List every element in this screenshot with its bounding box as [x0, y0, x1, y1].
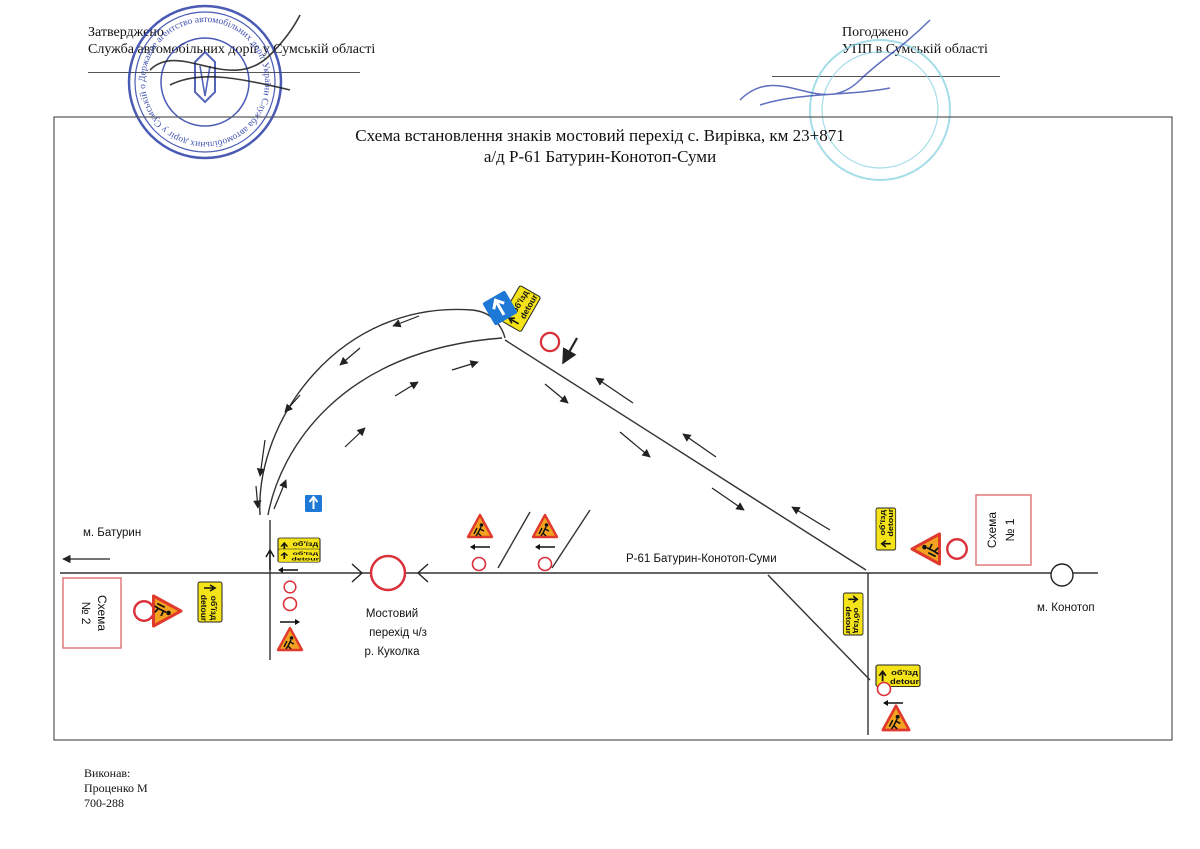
service-road-2 — [551, 509, 591, 569]
no-entry-sign-icon — [282, 596, 298, 612]
small-left-arrow-icon — [469, 543, 491, 551]
no-entry-sign-icon — [471, 556, 487, 572]
road-label: Р-61 Батурин-Конотоп-Суми — [626, 553, 777, 565]
direction-arrow-sign-icon — [305, 495, 322, 512]
approved-block: Затверджено Служба автомобільних доріг у… — [88, 24, 375, 58]
no-entry-sign-icon — [946, 538, 968, 560]
traffic-arrow — [394, 381, 419, 397]
no-entry-sign-icon — [876, 681, 892, 697]
roadworks-warning-sign-icon — [276, 626, 304, 652]
traffic-arrow — [253, 485, 262, 509]
bridge-closure — [351, 554, 429, 592]
approved-stamp: Державне агентство автомобільних доріг У… — [0, 0, 301, 160]
right-diagonal-road — [767, 574, 871, 681]
closure-chevron-right — [416, 563, 429, 583]
no-entry-sign-icon — [537, 556, 553, 572]
approved-org: Служба автомобільних доріг у Сумській об… — [88, 42, 376, 57]
direction-arrow-sign-icon — [482, 290, 518, 326]
traffic-arrow — [544, 383, 569, 404]
detour-sign-icon — [197, 581, 223, 623]
roadworks-warning-sign-icon — [531, 513, 559, 539]
detour-sign-icon — [277, 548, 321, 564]
konotop-label: м. Конотоп — [1037, 602, 1095, 614]
approved-signature-line — [88, 72, 360, 73]
traffic-arrow — [344, 427, 366, 448]
detour-outer-curve — [259, 308, 506, 516]
no-entry-sign-icon — [539, 331, 561, 353]
traffic-arrow — [595, 377, 634, 404]
closure-chevron-left — [351, 563, 364, 583]
detour-inner-curve — [267, 337, 503, 516]
agreed-signature-line — [772, 76, 1000, 77]
detour-diagonal-road — [504, 339, 867, 571]
small-left-arrow-icon — [534, 543, 556, 551]
traffic-arrows — [62, 315, 831, 564]
roadworks-warning-sign-icon — [152, 594, 183, 628]
bridge-label-line1: Мостовий — [366, 608, 418, 620]
traffic-arrow — [451, 360, 479, 371]
baturyn-label: м. Батурин — [83, 527, 141, 539]
scheme-frame — [53, 116, 1173, 741]
small-left-arrow-icon — [277, 566, 299, 574]
traffic-arrow — [711, 487, 745, 511]
no-entry-sign-icon — [369, 554, 407, 592]
traffic-arrow — [682, 433, 717, 458]
settlement-circle-icon — [1050, 563, 1074, 587]
svg-text:Державне агентство автомобільн: Державне агентство автомобільних доріг У… — [0, 0, 272, 149]
traffic-arrow — [256, 439, 266, 477]
traffic-arrow — [273, 479, 287, 510]
scheme-box-1-line2: № 1 — [1003, 518, 1017, 541]
detour-sign-icon — [842, 592, 864, 636]
executor-block: Виконав: Проценко М 700-288 — [84, 766, 148, 811]
executor-phone: 700-288 — [84, 796, 124, 810]
executor-name: Проценко М — [84, 781, 148, 795]
traffic-arrow — [562, 337, 578, 365]
service-road-1 — [497, 511, 531, 569]
scheme-title: Схема встановлення знаків мостовий перех… — [355, 126, 845, 145]
scheme-box-2-line2: № 2 — [79, 602, 93, 625]
small-left-arrow-icon — [882, 699, 904, 707]
roadworks-warning-sign-icon — [881, 704, 911, 732]
agreed-label: Погоджено — [842, 25, 909, 40]
no-entry-sign-icon — [133, 600, 155, 622]
small-right-arrow-icon — [279, 618, 301, 626]
scheme-box-2: Схема № 2 — [62, 577, 122, 649]
executor-label: Виконав: — [84, 766, 131, 780]
traffic-arrow — [284, 394, 301, 413]
agreed-stamp — [739, 19, 951, 181]
scheme-box-1: Схема № 1 — [975, 494, 1032, 566]
road-network — [60, 308, 1098, 735]
small-up-arrow-icon — [265, 548, 275, 570]
traffic-arrow — [791, 506, 831, 531]
traffic-arrow — [392, 315, 420, 328]
roadworks-warning-sign-icon — [910, 532, 941, 566]
traffic-arrow — [339, 347, 361, 366]
detour-sign-icon — [875, 507, 897, 551]
scheme-box-2-line1: Схема — [95, 595, 109, 631]
roadworks-warning-sign-icon — [466, 513, 494, 539]
scheme-subtitle: а/д Р-61 Батурин-Конотоп-Суми — [484, 147, 716, 166]
scheme-box-1-line1: Схема — [985, 512, 999, 548]
bridge-label-line3: р. Куколка — [365, 646, 421, 658]
traffic-arrow — [619, 431, 651, 458]
bridge-label-line2: перехід ч/з — [369, 627, 427, 639]
no-entry-sign-icon — [283, 580, 297, 594]
